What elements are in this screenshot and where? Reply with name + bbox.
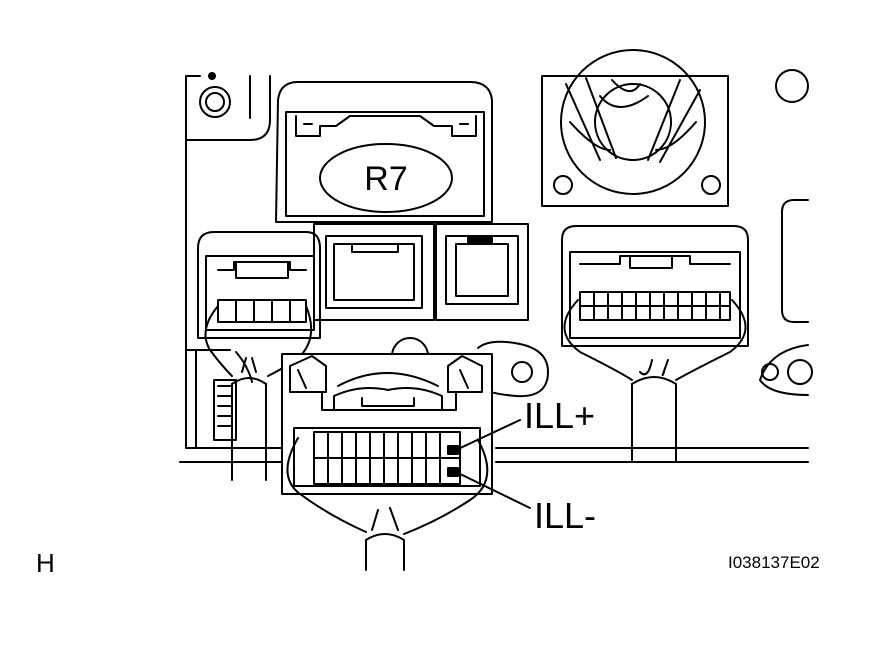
figure-id-label: I038137E02 xyxy=(728,553,820,572)
r7-connector xyxy=(275,81,493,223)
right-connector xyxy=(561,225,749,347)
cooling-fan xyxy=(541,49,729,207)
ill-minus-label: ILL- xyxy=(534,495,596,536)
ill-plus-label: ILL+ xyxy=(524,395,595,436)
lower-harness xyxy=(286,437,489,571)
left-connector xyxy=(197,231,321,339)
ill-minus-leader xyxy=(455,471,531,509)
right-harness xyxy=(563,299,747,463)
lower-connector xyxy=(281,353,493,495)
connector-name-label: R7 xyxy=(364,160,407,198)
ill-plus-leader xyxy=(455,419,521,451)
chassis-panel xyxy=(179,69,813,463)
view-letter-label: H xyxy=(36,548,55,578)
center-connectors xyxy=(313,223,529,321)
